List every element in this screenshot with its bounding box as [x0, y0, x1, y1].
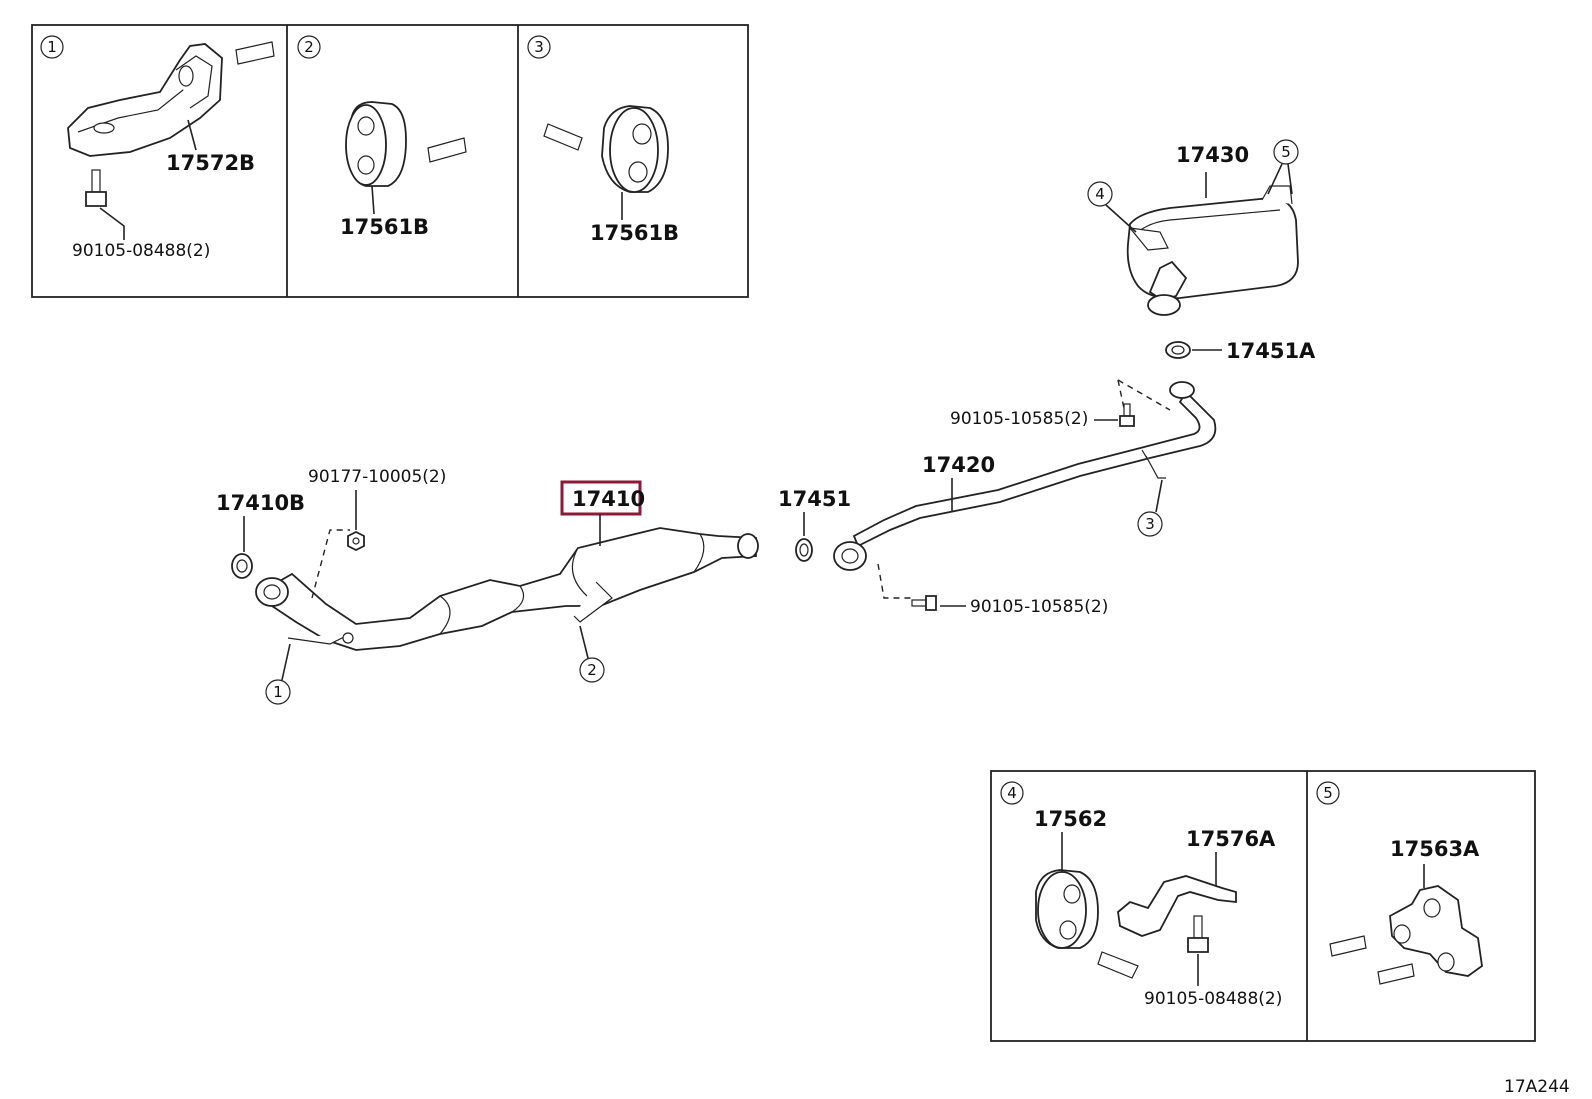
callout-circle — [265, 679, 291, 705]
inset-panel-3: 3 17561B — [527, 35, 679, 245]
callout-number: 1 — [47, 38, 57, 56]
part-number-label[interactable]: 90105-08488(2) — [72, 241, 210, 261]
part-number-label[interactable]: 90105-08488(2) — [1144, 989, 1282, 1009]
callout-circle — [1273, 139, 1299, 165]
part-number-label[interactable]: 17451A — [1226, 339, 1316, 363]
part-number-label[interactable]: 90105-10585(2) — [970, 597, 1108, 617]
part-number-label[interactable]: 90177-10005(2) — [308, 467, 446, 487]
part-number-label[interactable]: 17430 — [1176, 143, 1249, 167]
bolt-icon — [911, 595, 937, 611]
top-inset-frame — [31, 24, 749, 298]
exhaust-bracket-drawing — [1117, 875, 1237, 937]
callout-number: 5 — [1323, 784, 1333, 802]
callout-circle — [527, 35, 551, 59]
part-number-label[interactable]: 17561B — [590, 221, 679, 245]
callout-circle — [1316, 781, 1340, 805]
callout-circle — [40, 35, 64, 59]
main-assembly: 17430 4 5 17451A 17420 3 — [216, 139, 1316, 705]
callout-number: 3 — [1145, 515, 1155, 533]
muffler-drawing — [1126, 185, 1299, 316]
rubber-hanger-drawing — [1035, 869, 1139, 979]
nut-icon — [347, 530, 365, 552]
part-number-label[interactable]: 17561B — [340, 215, 429, 239]
part-number-label[interactable]: 17451 — [778, 487, 851, 511]
inset-panel-5: 5 17563A — [1316, 781, 1483, 985]
callout-number: 5 — [1281, 143, 1291, 161]
bolt-icon — [1119, 403, 1135, 427]
callout-number: 2 — [304, 38, 314, 56]
callout-number: 2 — [587, 661, 597, 679]
center-pipe-drawing — [833, 381, 1217, 571]
callout-number: 3 — [534, 38, 544, 56]
bottom-inset: 4 17562 17576A 90105-08488(2) — [990, 770, 1536, 1042]
callout-number: 1 — [273, 683, 283, 701]
part-number-label[interactable]: 17572B — [166, 151, 255, 175]
rubber-mount-drawing — [1329, 885, 1483, 985]
inset-panel-2: 2 17561B — [297, 35, 467, 239]
figure-code: 17A244 — [1504, 1077, 1570, 1097]
bolt-icon — [1187, 915, 1209, 953]
callout-circle — [579, 657, 605, 683]
callout-number: 4 — [1095, 185, 1105, 203]
inset-panel-4: 4 17562 17576A 90105-08488(2) — [1000, 781, 1282, 1009]
bolt-icon — [85, 169, 107, 207]
part-number-label[interactable]: 17562 — [1034, 807, 1107, 831]
part-number-label[interactable]: 17410B — [216, 491, 305, 515]
part-number-label[interactable]: 90105-10585(2) — [950, 409, 1088, 429]
callout-number: 4 — [1007, 784, 1017, 802]
part-number-label[interactable]: 17420 — [922, 453, 995, 477]
front-pipe-drawing — [255, 527, 759, 651]
part-number-label[interactable]: 17576A — [1186, 827, 1276, 851]
callout-circle — [1137, 511, 1163, 537]
bottom-inset-frame — [990, 770, 1536, 1042]
inset-panel-1: 1 17572B 90105-08488(2) — [40, 35, 275, 261]
highlight-box — [560, 480, 642, 516]
exhaust-bracket-drawing — [67, 41, 275, 157]
callout-circle — [297, 35, 321, 59]
part-number-label-highlighted[interactable]: 17410 — [572, 487, 645, 511]
rubber-hanger-drawing — [543, 105, 669, 193]
callout-circle — [1087, 181, 1113, 207]
callout-circle — [1000, 781, 1024, 805]
part-number-label[interactable]: 17563A — [1390, 837, 1480, 861]
rubber-hanger-drawing — [345, 101, 467, 187]
top-inset: 1 17572B 90105-08488(2) 2 — [31, 24, 749, 298]
